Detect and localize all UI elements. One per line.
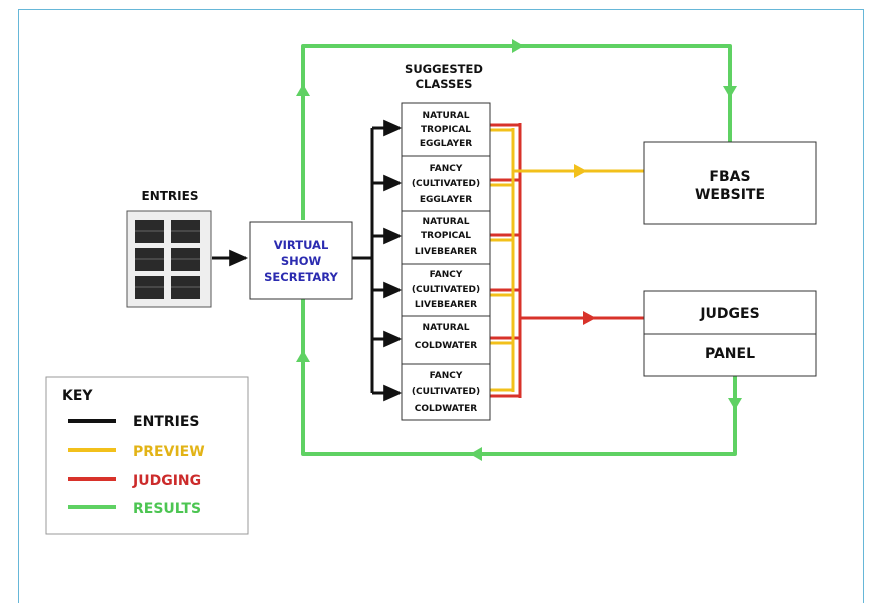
suggested-classes-title-1: SUGGESTED [405, 62, 483, 76]
entries-image-grid [126, 210, 212, 308]
svg-text:(CULTIVATED): (CULTIVATED) [412, 179, 480, 189]
fbas-website-node: FBAS WEBSITE [643, 141, 817, 225]
svg-text:NATURAL: NATURAL [423, 323, 470, 333]
panel-label: PANEL [705, 346, 755, 362]
key-title: KEY [62, 388, 93, 404]
key-label-results: RESULTS [133, 501, 201, 517]
svg-text:(CULTIVATED): (CULTIVATED) [412, 387, 480, 397]
class-box-1 [401, 102, 491, 157]
class-box-6 [401, 363, 491, 421]
svg-text:NATURAL: NATURAL [423, 217, 470, 227]
svg-text:TROPICAL: TROPICAL [421, 231, 471, 241]
results-arrow-left [470, 447, 482, 461]
key-legend: KEY ENTRIES PREVIEW JUDGING RESULTS [45, 376, 249, 535]
class-list: NATURAL TROPICAL EGGLAYER FANCY (CULTIVA… [401, 102, 491, 421]
judging-arrow-head [583, 311, 596, 325]
class-box-4 [401, 263, 491, 317]
results-arrows [296, 39, 742, 461]
entries-flow [212, 119, 403, 402]
vss-line-2: SHOW [281, 254, 322, 268]
entries-label: ENTRIES [142, 189, 199, 203]
svg-text:EGGLAYER: EGGLAYER [420, 195, 472, 205]
preview-arrow-head [574, 164, 587, 178]
svg-text:LIVEBEARER: LIVEBEARER [415, 247, 477, 257]
vss-line-1: VIRTUAL [274, 238, 329, 252]
svg-text:LIVEBEARER: LIVEBEARER [415, 300, 477, 310]
virtual-show-secretary-node: VIRTUAL SHOW SECRETARY [249, 221, 353, 300]
svg-text:(CULTIVATED): (CULTIVATED) [412, 285, 480, 295]
class-box-2 [401, 155, 491, 212]
results-path-lower [301, 276, 737, 456]
svg-text:NATURAL: NATURAL [423, 111, 470, 121]
results-arrow-right [512, 39, 524, 53]
results-arrow-down-1 [723, 86, 737, 98]
suggested-classes-title-2: CLASSES [416, 77, 473, 91]
preview-flow [490, 128, 644, 392]
key-label-entries: ENTRIES [133, 414, 199, 430]
svg-text:EGGLAYER: EGGLAYER [420, 139, 472, 149]
svg-text:FANCY: FANCY [430, 371, 463, 381]
judging-flow [490, 123, 644, 398]
vss-line-3: SECRETARY [264, 270, 338, 284]
svg-text:COLDWATER: COLDWATER [415, 341, 478, 351]
results-arrow-up-2 [296, 350, 310, 362]
key-label-preview: PREVIEW [133, 444, 205, 460]
svg-text:COLDWATER: COLDWATER [415, 404, 478, 414]
results-arrow-down-2 [728, 398, 742, 410]
results-arrow-up-1 [296, 84, 310, 96]
fbas-website-line-2: WEBSITE [695, 187, 765, 203]
judges-label: JUDGES [699, 306, 759, 322]
judges-panel-node: JUDGES PANEL [643, 290, 817, 377]
key-label-judging: JUDGING [132, 473, 201, 489]
fbas-website-line-1: FBAS [709, 169, 750, 185]
figure-frame [18, 9, 864, 603]
class-box-5 [401, 315, 491, 365]
svg-text:TROPICAL: TROPICAL [421, 125, 471, 135]
svg-text:FANCY: FANCY [430, 270, 463, 280]
svg-text:FANCY: FANCY [430, 164, 463, 174]
class-box-3 [401, 210, 491, 265]
